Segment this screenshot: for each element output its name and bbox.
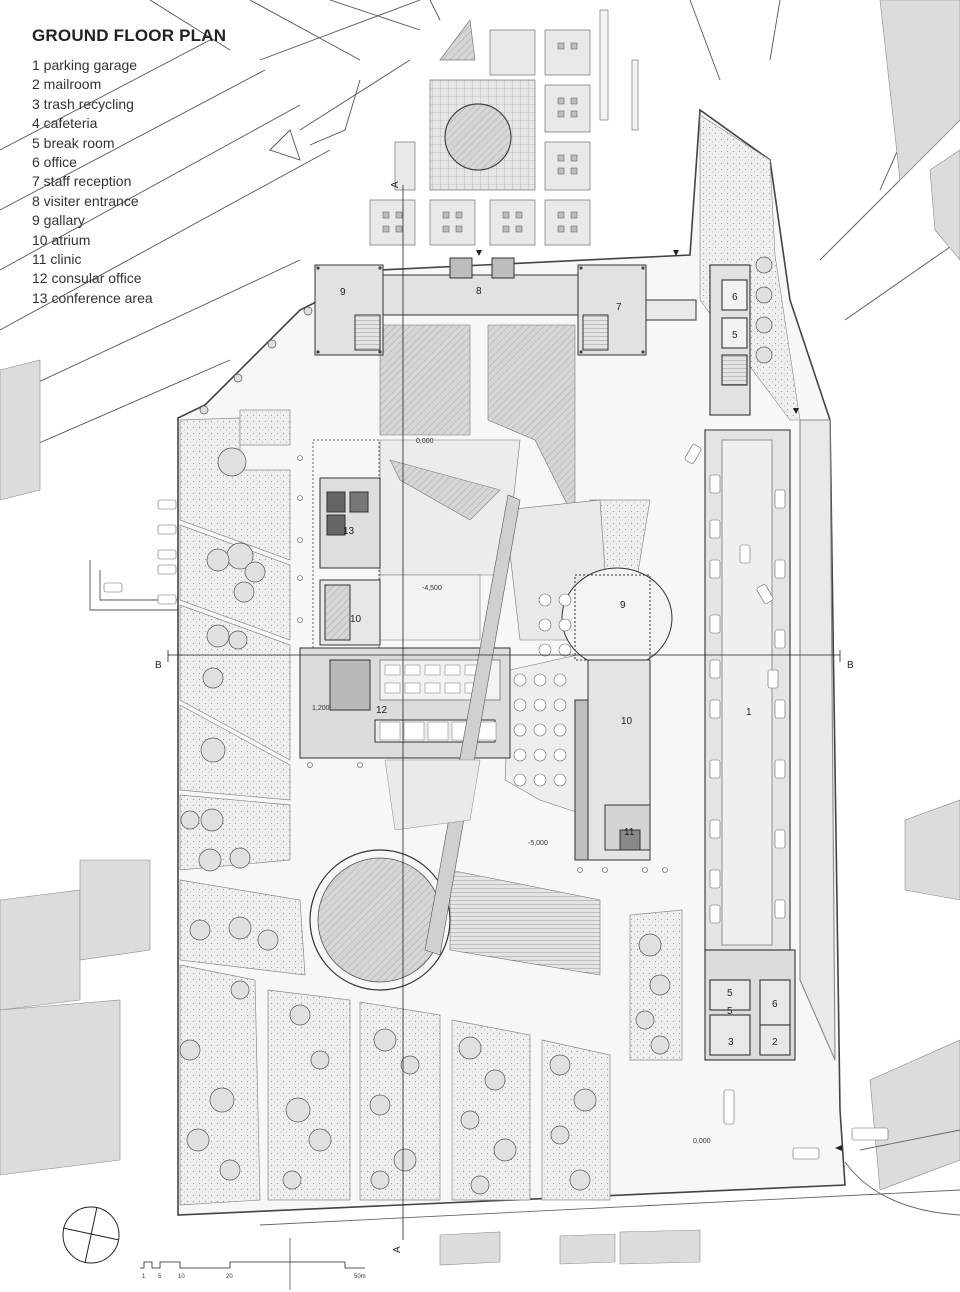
structural-grid-markers xyxy=(297,455,668,873)
room-labels: 9 8 7 6 5 13 10 12 9 10 11 1 5 5 6 3 2 xyxy=(340,286,778,1048)
entrance-building xyxy=(314,257,697,356)
room-9-east: 9 xyxy=(620,600,626,611)
legend-item: 1 parking garage xyxy=(32,57,138,73)
section-marks: A A B B xyxy=(155,181,854,1253)
north-arrow xyxy=(62,1206,120,1264)
neighbor-buildings xyxy=(0,0,960,1266)
legend-item: 8 visiter entrance xyxy=(32,192,139,209)
scale-bar xyxy=(140,1261,365,1269)
round-court-inner xyxy=(317,857,443,983)
level-sunken: -4,500 xyxy=(422,585,442,592)
legend-panel: GROUND FLOOR PLAN 1 parking garage 2 mai… xyxy=(32,26,332,308)
room-5-b: 5 xyxy=(727,1006,733,1017)
parked-cars xyxy=(103,444,889,1160)
diagonal-ramp xyxy=(424,494,521,956)
legend-list: 1 parking garage 2 mailroom 3 trash recy… xyxy=(32,56,332,308)
scale-tick-50m: 50m xyxy=(354,1274,366,1280)
east-gallery-block xyxy=(561,567,673,861)
room-5-north: 5 xyxy=(732,330,738,341)
legend-item: 11 clinic xyxy=(32,251,82,268)
legend-item: 6 office xyxy=(32,154,77,171)
section-b-right: B xyxy=(847,660,854,671)
room-9-west: 9 xyxy=(340,287,346,298)
room-10-west: 10 xyxy=(350,614,362,625)
room-3: 3 xyxy=(728,1037,734,1048)
level-plaza: 0,000 xyxy=(416,438,434,445)
level-mezz: 1,200 xyxy=(312,705,330,712)
room-12: 12 xyxy=(376,705,388,716)
scale-tick-10: 10 xyxy=(178,1274,185,1280)
trees xyxy=(179,256,773,1195)
entrance-arrows xyxy=(476,250,842,1151)
legend-item: 13 conference area xyxy=(32,289,153,306)
room-6-south: 6 xyxy=(772,999,778,1010)
room-5-a: 5 xyxy=(727,988,733,999)
room-13: 13 xyxy=(343,526,355,537)
room-8: 8 xyxy=(476,286,482,297)
legend-item: 4 cafeteria xyxy=(32,115,98,132)
scale-bar-labels: 1 5 10 20 50m xyxy=(142,1274,366,1280)
scale-tick-5: 5 xyxy=(158,1274,162,1280)
level-street: 0,000 xyxy=(693,1138,711,1145)
room-2: 2 xyxy=(772,1037,778,1048)
legend-item: 10 atrium xyxy=(32,231,91,248)
north-planters xyxy=(382,42,578,233)
plan-title: GROUND FLOOR PLAN xyxy=(32,26,227,45)
north-fountain xyxy=(444,103,512,171)
room-6-north: 6 xyxy=(732,292,738,303)
scale-tick-1: 1 xyxy=(142,1274,146,1280)
scale-tick-20: 20 xyxy=(226,1274,233,1280)
room-10-east: 10 xyxy=(621,716,633,727)
level-marks: 0,000 -4,500 1,200 -5,000 0,000 xyxy=(312,438,711,1145)
room-11: 11 xyxy=(624,827,635,838)
section-b-left: B xyxy=(155,660,162,671)
legend-item: 5 break room xyxy=(32,134,115,151)
room-7: 7 xyxy=(616,302,622,313)
section-a-bottom: A xyxy=(392,1246,403,1253)
section-lines xyxy=(167,185,841,1240)
round-court-outer xyxy=(309,849,451,991)
cafeteria-tables xyxy=(513,593,572,787)
section-a-top: A xyxy=(390,181,401,188)
neighbor-road xyxy=(259,1129,960,1290)
room-1: 1 xyxy=(746,707,752,718)
sunken-courts xyxy=(379,324,611,976)
level-lower: -5,000 xyxy=(528,840,548,847)
entrance-facade-dots xyxy=(316,266,645,354)
legend-item: 12 consular office xyxy=(32,270,142,287)
legend-item: 2 mailroom xyxy=(32,76,102,93)
legend-item: 3 trash recycling xyxy=(32,95,134,112)
legend-item: 7 staff reception xyxy=(32,173,132,190)
bridge-ramp xyxy=(384,759,481,831)
legend-item: 9 gallary xyxy=(32,212,85,229)
parking-garage xyxy=(704,264,836,1061)
